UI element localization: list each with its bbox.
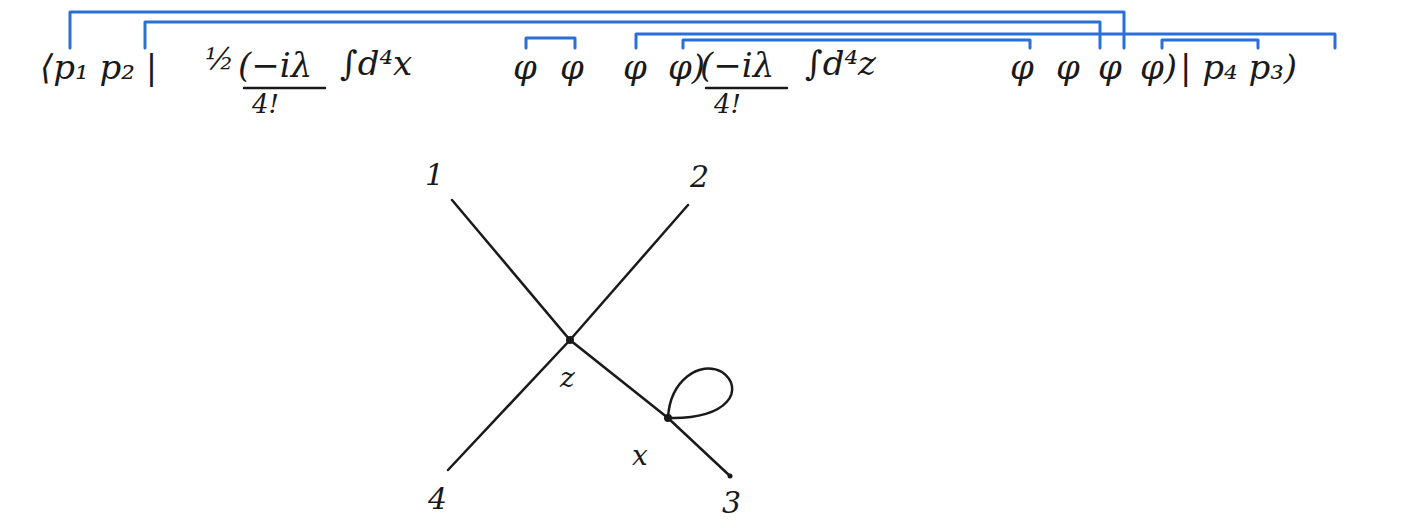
propagator-line <box>448 205 688 470</box>
field: φ <box>513 48 537 87</box>
symmetry-factor: ½ <box>205 42 234 77</box>
leg-number: 4 <box>428 482 447 517</box>
vertex-integral: ∫d⁴z <box>805 44 876 83</box>
leg-number: 1 <box>425 158 444 193</box>
coupling: (−iλ <box>238 46 312 85</box>
field: φ <box>1098 48 1122 87</box>
field: φ <box>1056 48 1080 87</box>
field: φ) <box>668 48 705 87</box>
vertex-name: x <box>632 440 648 472</box>
propagator-line <box>452 200 730 476</box>
leg-number: 2 <box>690 160 709 195</box>
vertex-dot <box>664 414 672 422</box>
leg-number: 3 <box>722 486 741 521</box>
contraction-bracket <box>1162 40 1258 48</box>
field: φ <box>560 48 584 87</box>
field: φ <box>1010 48 1034 87</box>
field: φ) <box>1140 48 1177 87</box>
ket-state: | p₄ p₃) <box>1180 48 1297 87</box>
fraction-line <box>706 87 787 90</box>
coupling: (−iλ <box>700 46 774 85</box>
vertex-integral: ∫d⁴x <box>340 44 412 83</box>
fraction-line <box>244 87 325 90</box>
vertex-dot <box>566 336 574 344</box>
vertex-name: z <box>560 362 575 394</box>
endpoint-dot <box>728 474 733 479</box>
contraction-bracket <box>526 38 575 48</box>
factorial: 4! <box>714 90 741 120</box>
tadpole-loop <box>668 369 732 419</box>
factorial: 4! <box>252 90 279 120</box>
field: φ <box>623 48 647 87</box>
bra-state: ⟨p₁ p₂ | <box>40 48 157 87</box>
